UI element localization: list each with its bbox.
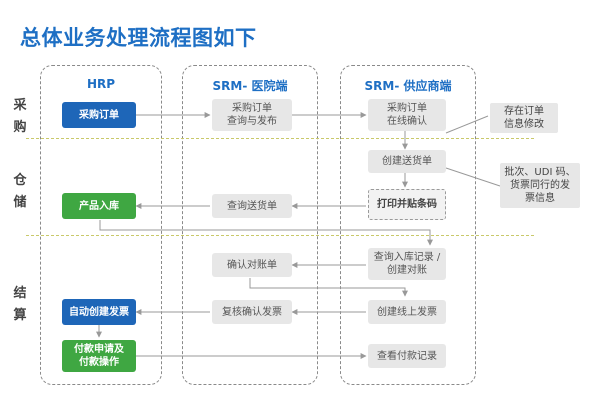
lane-supplier: [340, 65, 476, 385]
lane-hrp-title: HRP: [86, 77, 116, 91]
node-supplier-create-delivery: 创建送货单: [368, 150, 446, 173]
node-supplier-print-labels: 打印并贴条码: [368, 189, 446, 220]
node-supplier-po-confirm: 采购订单 在线确认: [368, 99, 446, 131]
arrow-confirm-statement-to-create-invoice: [249, 278, 408, 297]
lane-hospital: [182, 65, 318, 385]
node-hrp-purchase-order: 采购订单: [62, 102, 136, 128]
lane-hrp: [40, 65, 162, 385]
node-supplier-view-payment: 查看付款记录: [368, 344, 446, 368]
page-title: 总体业务处理流程图如下: [20, 26, 257, 50]
note-order-modification: 存在订单 信息修改: [490, 103, 558, 133]
node-supplier-create-invoice: 创建线上发票: [368, 300, 446, 324]
section-divider-2: [26, 235, 534, 236]
section-label-purchase: 采 购: [13, 98, 27, 135]
note-batch-udi-invoice: 批次、UDI 码、 货票同行的发 票信息: [500, 163, 580, 208]
lane-hospital-title: SRM- 医院端: [212, 79, 288, 93]
node-hospital-delivery-query: 查询送货单: [212, 194, 292, 218]
arrow-stockin-to-query-records: [99, 220, 433, 246]
connector-note1: [445, 115, 489, 134]
section-label-warehouse: 仓 储: [13, 173, 27, 210]
lane-supplier-title: SRM- 供应商端: [364, 79, 452, 93]
section-divider-1: [26, 138, 534, 139]
section-label-settlement: 结 算: [13, 286, 27, 323]
node-hospital-po-query: 采购订单 查询与发布: [212, 99, 292, 131]
node-hospital-confirm-statement: 确认对账单: [212, 253, 292, 277]
node-hrp-stock-in: 产品入库: [62, 193, 136, 219]
node-hrp-auto-invoice: 自动创建发票: [62, 299, 136, 325]
node-hospital-review-invoice: 复核确认发票: [212, 300, 292, 324]
node-supplier-query-stockin: 查询入库记录 / 创建对账: [368, 248, 446, 280]
connector-note2: [445, 167, 501, 187]
node-hrp-payment: 付款申请及 付款操作: [62, 340, 136, 372]
